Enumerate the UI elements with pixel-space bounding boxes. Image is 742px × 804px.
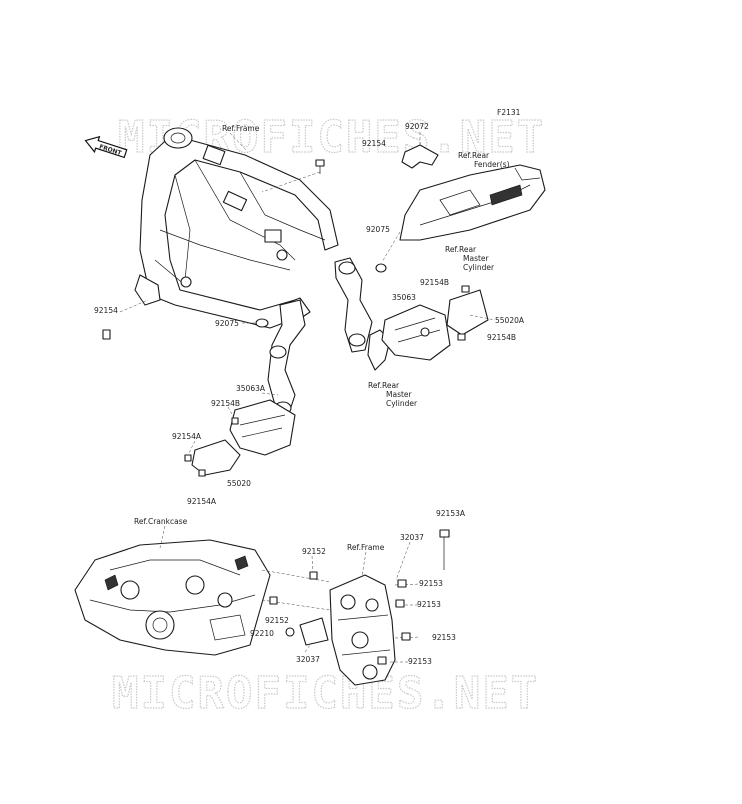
plate-55020A (446, 289, 489, 336)
label-32037-top: 32037 (400, 533, 424, 542)
label-figure-code: F2131 (497, 108, 521, 117)
label-92154B-right: 92154B (487, 333, 516, 342)
label-ref-frame-top: Ref.Frame (222, 124, 260, 133)
label-ref-rmc-bot-2: Master (386, 390, 413, 399)
label-ref-frame-bottom: Ref.Frame (347, 543, 385, 552)
label-92072: 92072 (405, 122, 429, 131)
bolt-92154B-right (457, 333, 466, 341)
spacer-92075-left (255, 318, 269, 328)
label-ref-crankcase: Ref.Crankcase (134, 517, 188, 526)
bolt-92153-1 (397, 579, 407, 588)
bolt-92154B-left (231, 417, 239, 425)
bracket-92072 (401, 144, 439, 169)
label-ref-rmc-bot-1: Ref.Rear (368, 381, 400, 390)
label-92154A-2: 92154A (187, 497, 217, 506)
bolt-92153-2 (395, 599, 405, 608)
bolt-92153A (439, 529, 450, 570)
label-32037-bottom: 32037 (296, 655, 320, 664)
bolt-92154-top (315, 159, 325, 174)
label-92075-left: 92075 (215, 319, 239, 328)
label-ref-rmc-bot-3: Cylinder (386, 399, 418, 408)
label-35063: 35063 (392, 293, 416, 302)
spacer-92075-right (375, 263, 387, 273)
label-ref-rmc-top-1: Ref.Rear (445, 245, 477, 254)
label-ref-rmc-top-3: Cylinder (463, 263, 495, 272)
label-92154A-1: 92154A (172, 432, 202, 441)
rear-fender (399, 164, 546, 241)
label-92152-top: 92152 (302, 547, 326, 556)
label-92153-4: 92153 (408, 657, 432, 666)
crankcase (74, 539, 271, 656)
label-55020: 55020 (227, 479, 251, 488)
bracket-32037 (299, 617, 329, 646)
label-92154B-top: 92154B (420, 278, 449, 287)
label-ref-rear-fender-2: Fender(s) (474, 160, 510, 169)
bolt-92154-left (102, 329, 111, 340)
collar-92152-bottom (269, 596, 278, 605)
label-92210: 92210 (250, 629, 274, 638)
plate-55020 (191, 439, 241, 476)
bolt-92154A-2 (198, 469, 206, 477)
watermark-bottom: MICROFICHES.NET (112, 668, 539, 719)
main-frame (134, 127, 339, 329)
label-92153-3: 92153 (432, 633, 456, 642)
label-55020A: 55020A (495, 316, 525, 325)
bolt-92154A-1 (184, 454, 192, 462)
label-92154-top: 92154 (362, 139, 386, 148)
collar-92152-top (309, 571, 318, 580)
right-footpeg-bracket (334, 257, 391, 371)
label-92154-left: 92154 (94, 306, 118, 315)
label-92075-right: 92075 (366, 225, 390, 234)
label-92152-bottom: 92152 (265, 616, 289, 625)
label-35063A: 35063A (236, 384, 266, 393)
label-ref-rear-fender-1: Ref.Rear (458, 151, 490, 160)
bolt-92153-3 (401, 632, 411, 641)
label-92153-1: 92153 (419, 579, 443, 588)
label-ref-rmc-top-2: Master (463, 254, 490, 263)
guard-35063A (229, 399, 296, 456)
label-92153-2: 92153 (417, 600, 441, 609)
label-92153A: 92153A (436, 509, 466, 518)
guard-35063 (381, 304, 451, 361)
label-92154B-left: 92154B (211, 399, 240, 408)
engine-mount-bracket (329, 574, 396, 686)
bolt-92154B-top (461, 285, 470, 293)
bolt-92153-4 (377, 656, 387, 665)
nut-92210 (285, 627, 295, 637)
